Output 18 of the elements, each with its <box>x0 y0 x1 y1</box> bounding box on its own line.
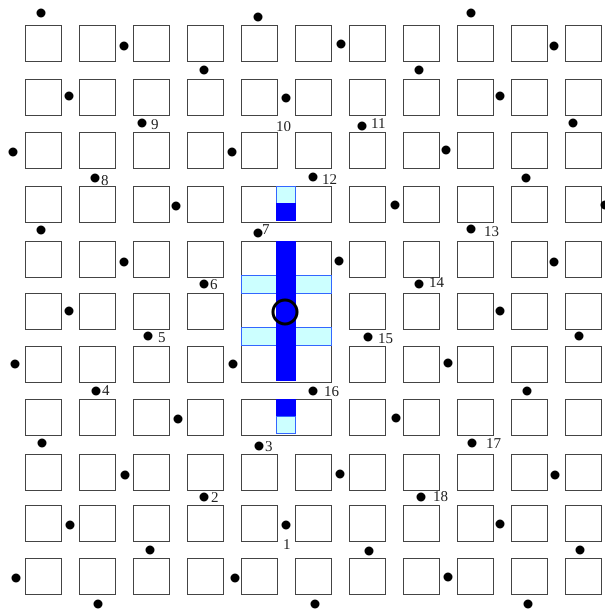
number-label: 15 <box>378 332 393 347</box>
number-label: 8 <box>101 174 108 189</box>
number-label: 18 <box>433 490 448 505</box>
number-label: 11 <box>371 117 386 132</box>
number-label: 1 <box>283 538 290 553</box>
number-label: 6 <box>210 278 218 293</box>
number-label: 4 <box>102 384 110 399</box>
number-label: 10 <box>276 120 291 135</box>
number-label: 13 <box>484 225 499 240</box>
number-label: 3 <box>265 440 272 455</box>
number-label: 17 <box>486 437 501 452</box>
number-label: 16 <box>324 385 339 400</box>
number-label: 14 <box>429 276 444 291</box>
number-label: 2 <box>211 491 218 506</box>
number-label: 7 <box>262 223 270 238</box>
number-label: 12 <box>322 173 337 188</box>
number-label: 5 <box>158 331 166 346</box>
number-label: 9 <box>151 118 158 133</box>
